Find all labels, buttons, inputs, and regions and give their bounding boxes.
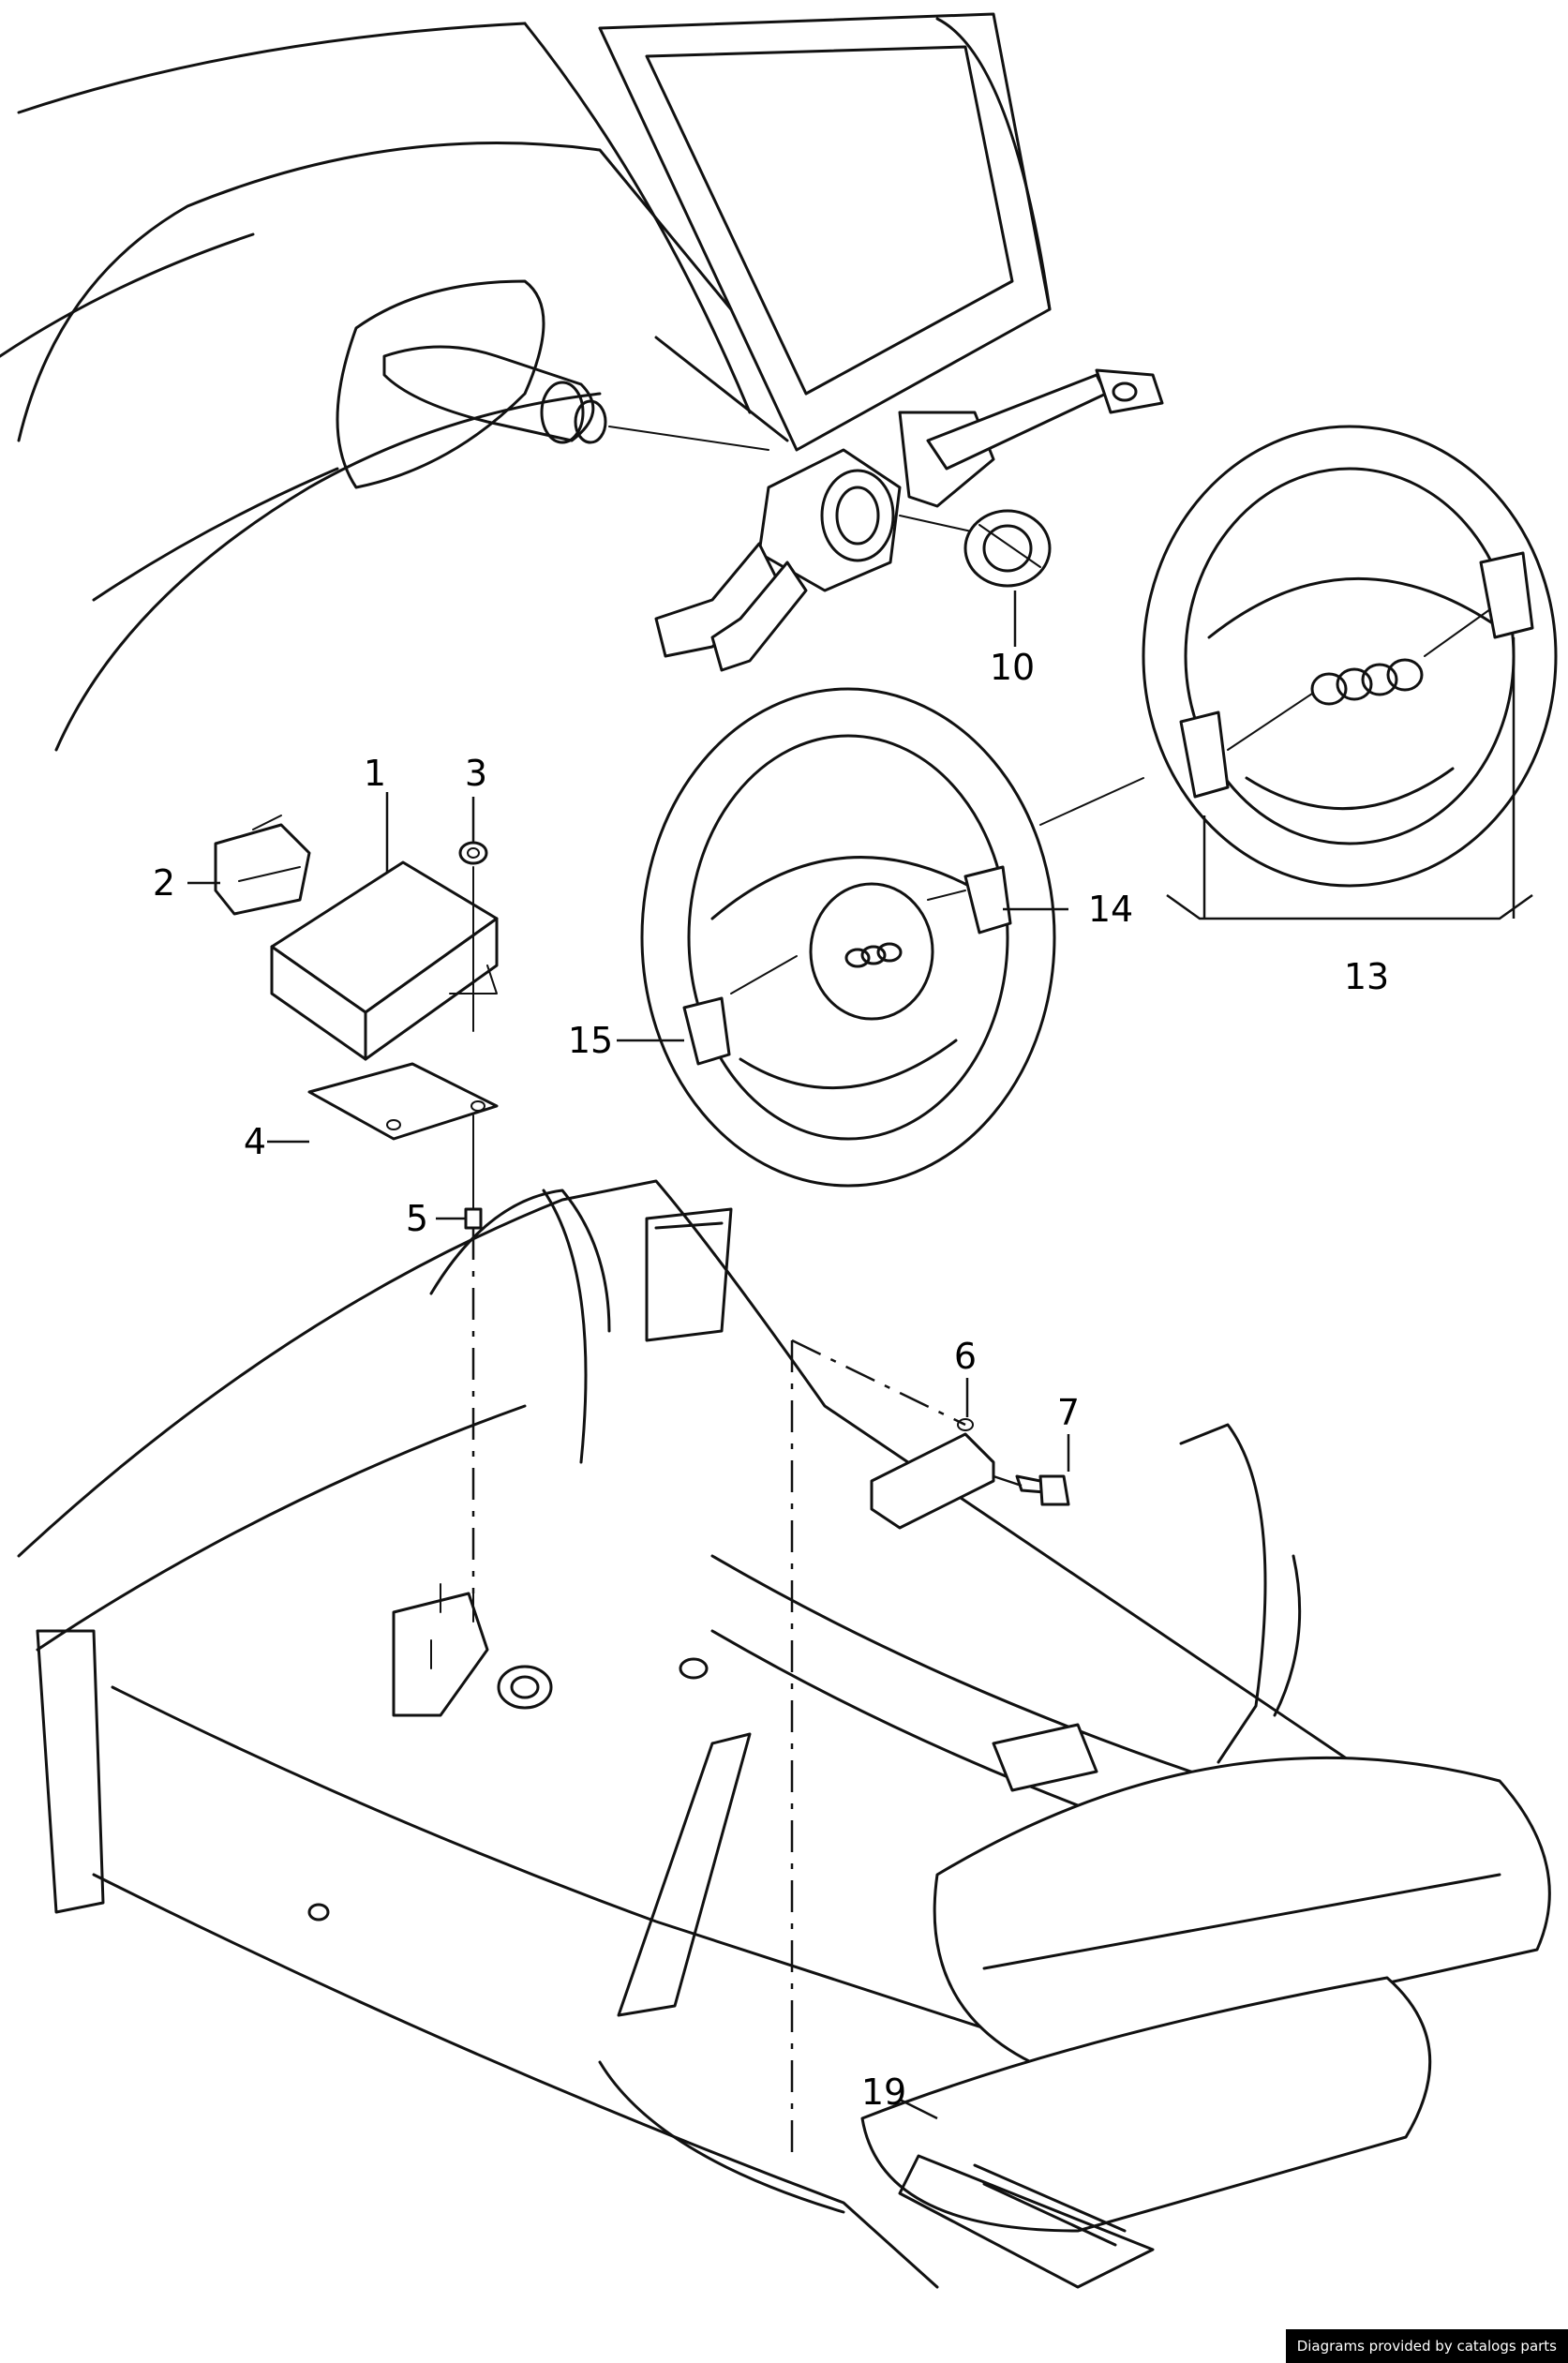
credit-badge: Diagrams provided by catalogs parts [1285,2329,1568,2363]
callout-10: 10 [990,647,1035,688]
steering-wheel-front-view [640,687,1056,1188]
leader-lines [187,591,1533,2120]
steering-column-switch [654,368,1164,672]
floor-pan-illustration [17,1179,1551,2289]
dashboard-illustration [0,12,1052,752]
reference-lines [471,1228,1023,2156]
callout-labels: 1 2 3 4 5 6 7 10 13 14 15 19 [153,647,1389,2113]
callout-19: 19 [861,2071,906,2113]
callout-1: 1 [364,753,386,794]
callout-4: 4 [244,1121,266,1162]
crash-sensor-assembly [870,1418,1070,1530]
steering-wheel-rear-view [1039,425,1558,888]
callout-14: 14 [1088,889,1133,930]
callout-7: 7 [1057,1392,1080,1433]
control-unit-assembly [214,815,499,1230]
callout-3: 3 [465,753,487,794]
callout-15: 15 [568,1020,613,1061]
callout-13: 13 [1344,956,1389,997]
callout-2: 2 [153,862,175,904]
callout-5: 5 [406,1198,428,1239]
callout-6: 6 [954,1336,977,1377]
